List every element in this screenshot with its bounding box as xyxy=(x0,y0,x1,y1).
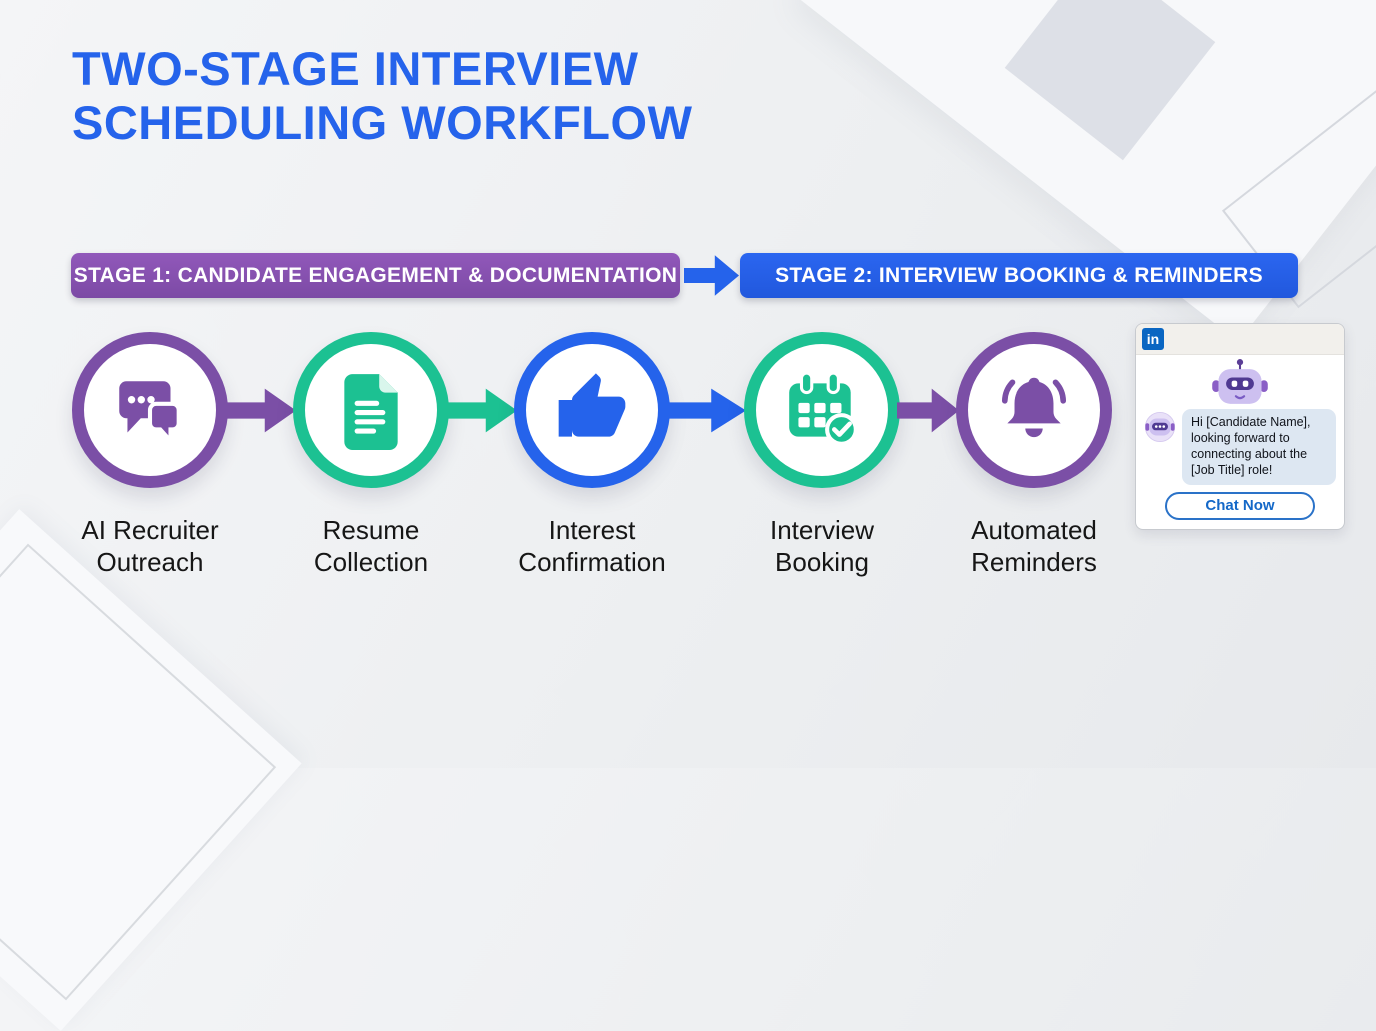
step-circle-interest-confirmation xyxy=(514,332,670,488)
arrow-right-icon xyxy=(667,388,746,433)
chat-bot-illustration xyxy=(1136,358,1344,408)
workflow-diagram: TWO-STAGE INTERVIEW SCHEDULING WORKFLOW … xyxy=(71,42,1345,577)
arrow-right-icon xyxy=(684,255,739,296)
arrow-right-icon xyxy=(446,388,517,433)
step-label-interest-confirmation: Interest Confirmation xyxy=(518,515,666,577)
stage1-banner: STAGE 1: CANDIDATE ENGAGEMENT & DOCUMENT… xyxy=(71,253,680,298)
robot-avatar-icon xyxy=(1144,411,1176,443)
document-icon xyxy=(344,374,398,450)
stage1-banner-label: STAGE 1: CANDIDATE ENGAGEMENT & DOCUMENT… xyxy=(73,263,678,287)
chat-card-header: in xyxy=(1136,324,1344,355)
page-title-line2: SCHEDULING WORKFLOW xyxy=(72,95,693,149)
step-label-ai-recruiter-outreach: AI Recruiter Outreach xyxy=(81,515,219,577)
linkedin-chat-card: in Hi [Cand xyxy=(1135,323,1345,530)
step-label-interview-booking: Interview Booking xyxy=(769,515,875,577)
calendar-check-icon xyxy=(789,371,858,446)
step-circle-resume-collection xyxy=(293,332,449,488)
page-title: TWO-STAGE INTERVIEW SCHEDULING WORKFLOW xyxy=(72,42,692,149)
page-title-line1: TWO-STAGE INTERVIEW xyxy=(72,42,639,95)
step-circle-automated-reminders xyxy=(956,332,1112,488)
step-label-resume-collection: Resume Collection xyxy=(313,515,429,577)
step-circle-interview-booking xyxy=(744,332,900,488)
stage2-banner: STAGE 2: INTERVIEW BOOKING & REMINDERS xyxy=(740,253,1298,298)
chat-bubbles-icon xyxy=(119,381,181,447)
stage2-banner-label: STAGE 2: INTERVIEW BOOKING & REMINDERS xyxy=(775,263,1263,287)
step-circle-ai-recruiter-outreach xyxy=(72,332,228,488)
arrow-right-icon xyxy=(897,388,959,433)
robot-icon xyxy=(1212,359,1268,404)
step-label-automated-reminders: Automated Reminders xyxy=(971,515,1097,577)
chat-now-button[interactable]: Chat Now xyxy=(1165,491,1315,520)
chat-message-row: Hi [Candidate Name], looking forward to … xyxy=(1136,409,1344,485)
arrow-right-icon xyxy=(225,388,296,433)
chat-message-bubble: Hi [Candidate Name], looking forward to … xyxy=(1182,409,1336,485)
thumbs-up-icon xyxy=(558,373,626,437)
linkedin-icon: in xyxy=(1142,328,1164,350)
bell-icon xyxy=(1001,377,1067,438)
